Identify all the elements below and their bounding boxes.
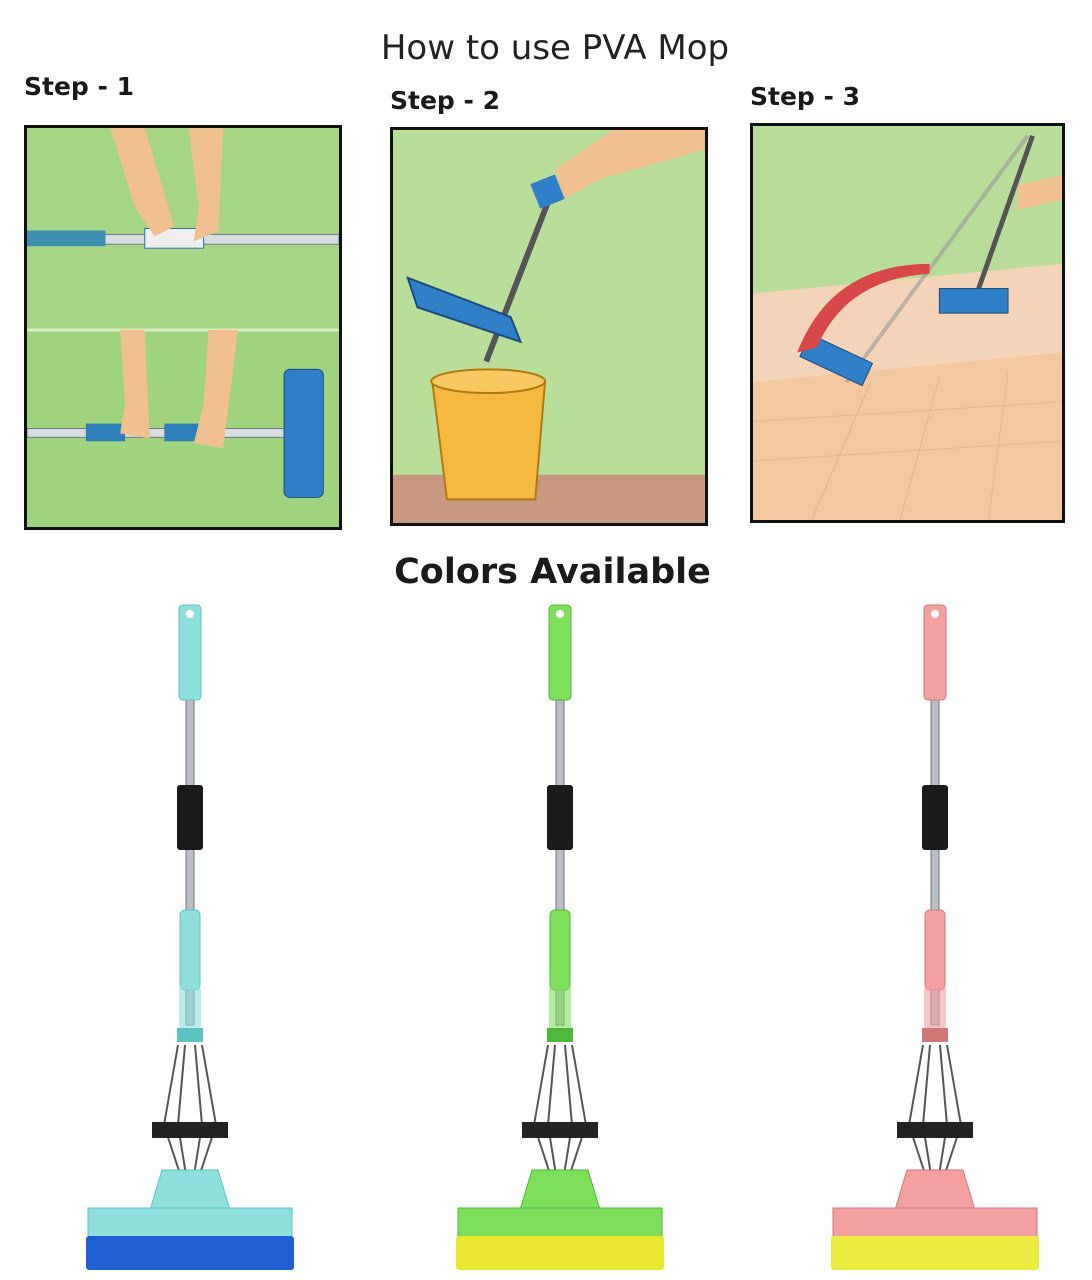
mop-head-base [87, 1207, 293, 1239]
mop-sleeve [549, 909, 571, 991]
mop-wire [193, 1044, 204, 1176]
mop-wire [176, 1044, 187, 1176]
mop-sleeve-clear [549, 985, 571, 1030]
mop-squeeze-band [897, 1122, 973, 1138]
mop-hang-hole [931, 610, 939, 618]
mop-sleeve [179, 909, 201, 991]
mop-wire [563, 1044, 574, 1176]
mop-sponge [831, 1236, 1039, 1270]
mop-wire [568, 1044, 588, 1176]
mop-grip [923, 604, 947, 701]
mop-wire [162, 1044, 182, 1176]
colors-available-heading: Colors Available [394, 552, 711, 592]
mop-wire [546, 1044, 557, 1176]
step-1-label: Step - 1 [24, 72, 134, 101]
mop-sleeve-clear [179, 985, 201, 1030]
mop-hang-hole [186, 610, 194, 618]
step-2-label: Step - 2 [390, 86, 500, 115]
mop-green [456, 604, 664, 1270]
mop-lock-sleeve [177, 785, 203, 850]
mop-sponge [456, 1236, 664, 1270]
mop-lock-sleeve [922, 785, 948, 850]
mop-teal [86, 604, 294, 1270]
step-3-label: Step - 3 [750, 82, 860, 111]
step-3-illustration [750, 123, 1065, 523]
mop-hang-hole [556, 610, 564, 618]
mop-wire [943, 1044, 963, 1176]
mop-sponge [86, 1236, 294, 1270]
mop-head-bracket [519, 1169, 601, 1211]
page-title: How to use PVA Mop [380, 28, 730, 68]
mop-squeeze-band [522, 1122, 598, 1138]
mop-wire [532, 1044, 552, 1176]
mop-head-base [457, 1207, 663, 1239]
mop-head-bracket [894, 1169, 976, 1211]
mop-wire [907, 1044, 927, 1176]
mop-sleeve-clear [924, 985, 946, 1030]
mop-grip [178, 604, 202, 701]
mop-ring [922, 1028, 948, 1042]
mop-wire [921, 1044, 932, 1176]
mop-head-base [832, 1207, 1038, 1239]
mop-grip [548, 604, 572, 701]
mop-sleeve [924, 909, 946, 991]
mop-squeeze-band [152, 1122, 228, 1138]
mop-ring [177, 1028, 203, 1042]
step-1-illustration [24, 125, 342, 530]
mop-head-bracket [149, 1169, 231, 1211]
mop-lock-sleeve [547, 785, 573, 850]
mop-ring [547, 1028, 573, 1042]
mop-wire [938, 1044, 949, 1176]
mop-wire [198, 1044, 218, 1176]
step-2-illustration [390, 127, 708, 526]
mop-pink [831, 604, 1039, 1270]
